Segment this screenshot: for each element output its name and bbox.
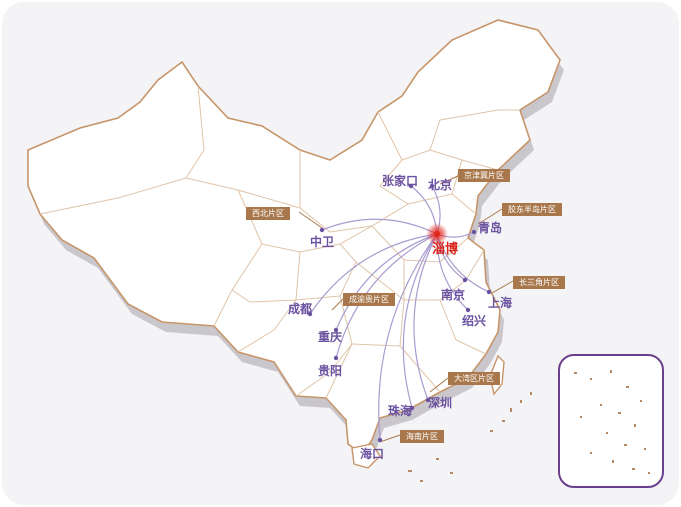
city-dot-chongqing xyxy=(333,327,339,333)
land-mass xyxy=(27,19,561,456)
hub-dot xyxy=(433,230,441,238)
city-label-chengdu: 成都 xyxy=(288,302,313,316)
region-tag-jingjinji: 京津冀片区 xyxy=(458,169,510,182)
city-dot-qingdao xyxy=(471,229,477,235)
inset-islands xyxy=(574,370,650,474)
route-guiyang xyxy=(335,233,438,359)
city-dots xyxy=(307,183,492,443)
region-tag-dawanqu: 大湾区片区 xyxy=(448,372,500,385)
route-shenzhen xyxy=(413,233,438,401)
city-label-haikou: 海口 xyxy=(360,447,385,461)
city-dot-zhuhai xyxy=(409,405,415,411)
tag-leaders xyxy=(298,175,514,443)
city-label-zhangjiakou: 张家口 xyxy=(382,174,419,188)
city-label-shaoxing: 绍兴 xyxy=(462,314,487,328)
city-dot-chengdu xyxy=(307,311,313,317)
sea-islands xyxy=(408,392,532,482)
city-dot-shanghai xyxy=(486,289,492,295)
city-dot-beijing xyxy=(429,183,435,189)
route-zhongwei xyxy=(321,218,438,235)
city-label-shenzhen: 深圳 xyxy=(428,396,453,410)
city-label-zhongwei: 中卫 xyxy=(310,235,335,249)
city-label-guiyang: 贵阳 xyxy=(318,364,343,378)
route-zhuhai xyxy=(402,233,438,409)
city-dot-zhangjiakou xyxy=(408,183,414,189)
hainan-island xyxy=(351,443,381,469)
city-dot-shenzhen xyxy=(425,397,431,403)
region-tag-changsanjiao: 长三角片区 xyxy=(513,276,565,289)
city-dot-shaoxing xyxy=(465,307,471,313)
city-label-chongqing: 重庆 xyxy=(318,330,343,344)
city-label-zhuhai: 珠海 xyxy=(388,404,413,418)
city-dot-haikou xyxy=(377,437,383,443)
route-haikou xyxy=(378,233,438,441)
region-tag-xibei: 西北片区 xyxy=(246,207,290,220)
city-dot-nanjing xyxy=(462,277,468,283)
route-chongqing xyxy=(335,233,438,331)
region-tag-chengyugui: 成渝贵片区 xyxy=(343,293,395,306)
city-label-nanjing: 南京 xyxy=(441,288,466,302)
city-label-beijing: 北京 xyxy=(428,178,453,192)
route-chengdu xyxy=(309,233,438,315)
south-china-sea-inset xyxy=(558,354,664,488)
city-label-qingdao: 青岛 xyxy=(478,221,503,235)
city-dot-zhongwei xyxy=(319,227,325,233)
city-dot-guiyang xyxy=(333,355,339,361)
region-tag-jiaodong: 胶东半岛片区 xyxy=(502,203,562,216)
city-label-shanghai: 上海 xyxy=(488,296,513,310)
region-tag-hainan: 海南片区 xyxy=(400,430,444,443)
hub-label: 淄博 xyxy=(432,242,459,257)
